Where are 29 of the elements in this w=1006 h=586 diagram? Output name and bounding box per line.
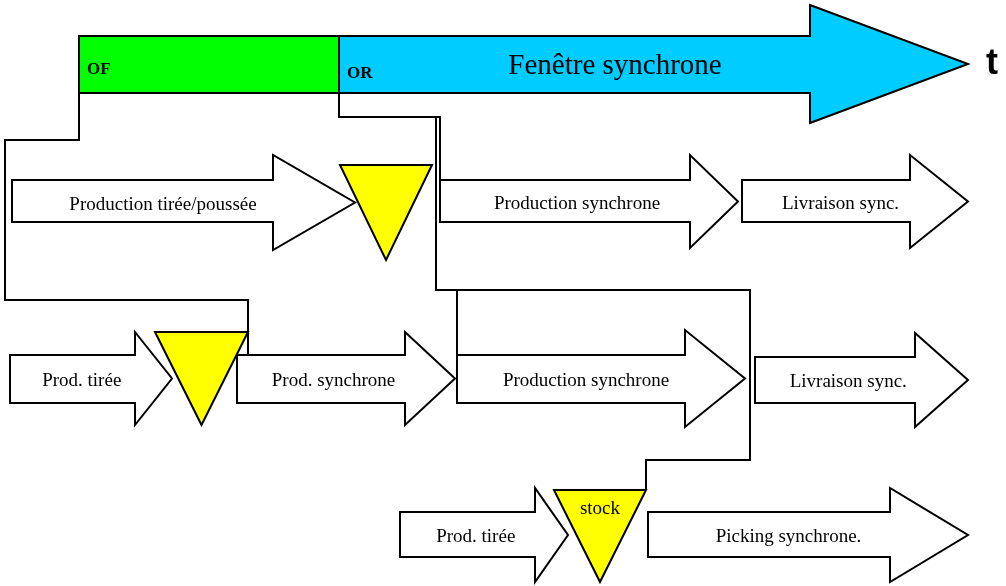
step-label: Prod. tirée <box>436 525 516 545</box>
step-label: Livraison sync. <box>781 192 900 211</box>
process-step <box>440 155 738 248</box>
step-label: Production tirée/poussée <box>69 193 257 212</box>
process-step <box>12 155 355 250</box>
stock-triangle <box>554 490 646 582</box>
step-label: Production synchrone <box>493 192 661 211</box>
step-label: Picking synchrone. <box>715 525 862 545</box>
phase-label: OR <box>347 64 373 81</box>
phase-bar <box>79 36 339 93</box>
process-step <box>457 330 745 427</box>
window-title: Fenêtre synchrone <box>508 49 722 79</box>
phase-label: OF <box>87 60 111 77</box>
step-label: Prod. synchrone <box>271 369 396 388</box>
process-step <box>10 332 172 425</box>
step-label: stock <box>579 498 621 517</box>
step-label: Livraison sync. <box>789 370 907 390</box>
process-step <box>400 488 568 582</box>
timeline-arrow <box>339 5 968 123</box>
process-step <box>755 333 968 427</box>
stock-triangle <box>155 332 248 425</box>
time-axis-label: t <box>986 44 998 80</box>
process-step <box>237 332 455 425</box>
process-step <box>742 155 968 248</box>
process-step <box>648 488 968 582</box>
connector-line <box>4 92 249 356</box>
step-label: Production synchrone <box>502 369 670 388</box>
step-label: Prod. tirée <box>42 369 122 388</box>
stock-triangle <box>340 165 432 260</box>
